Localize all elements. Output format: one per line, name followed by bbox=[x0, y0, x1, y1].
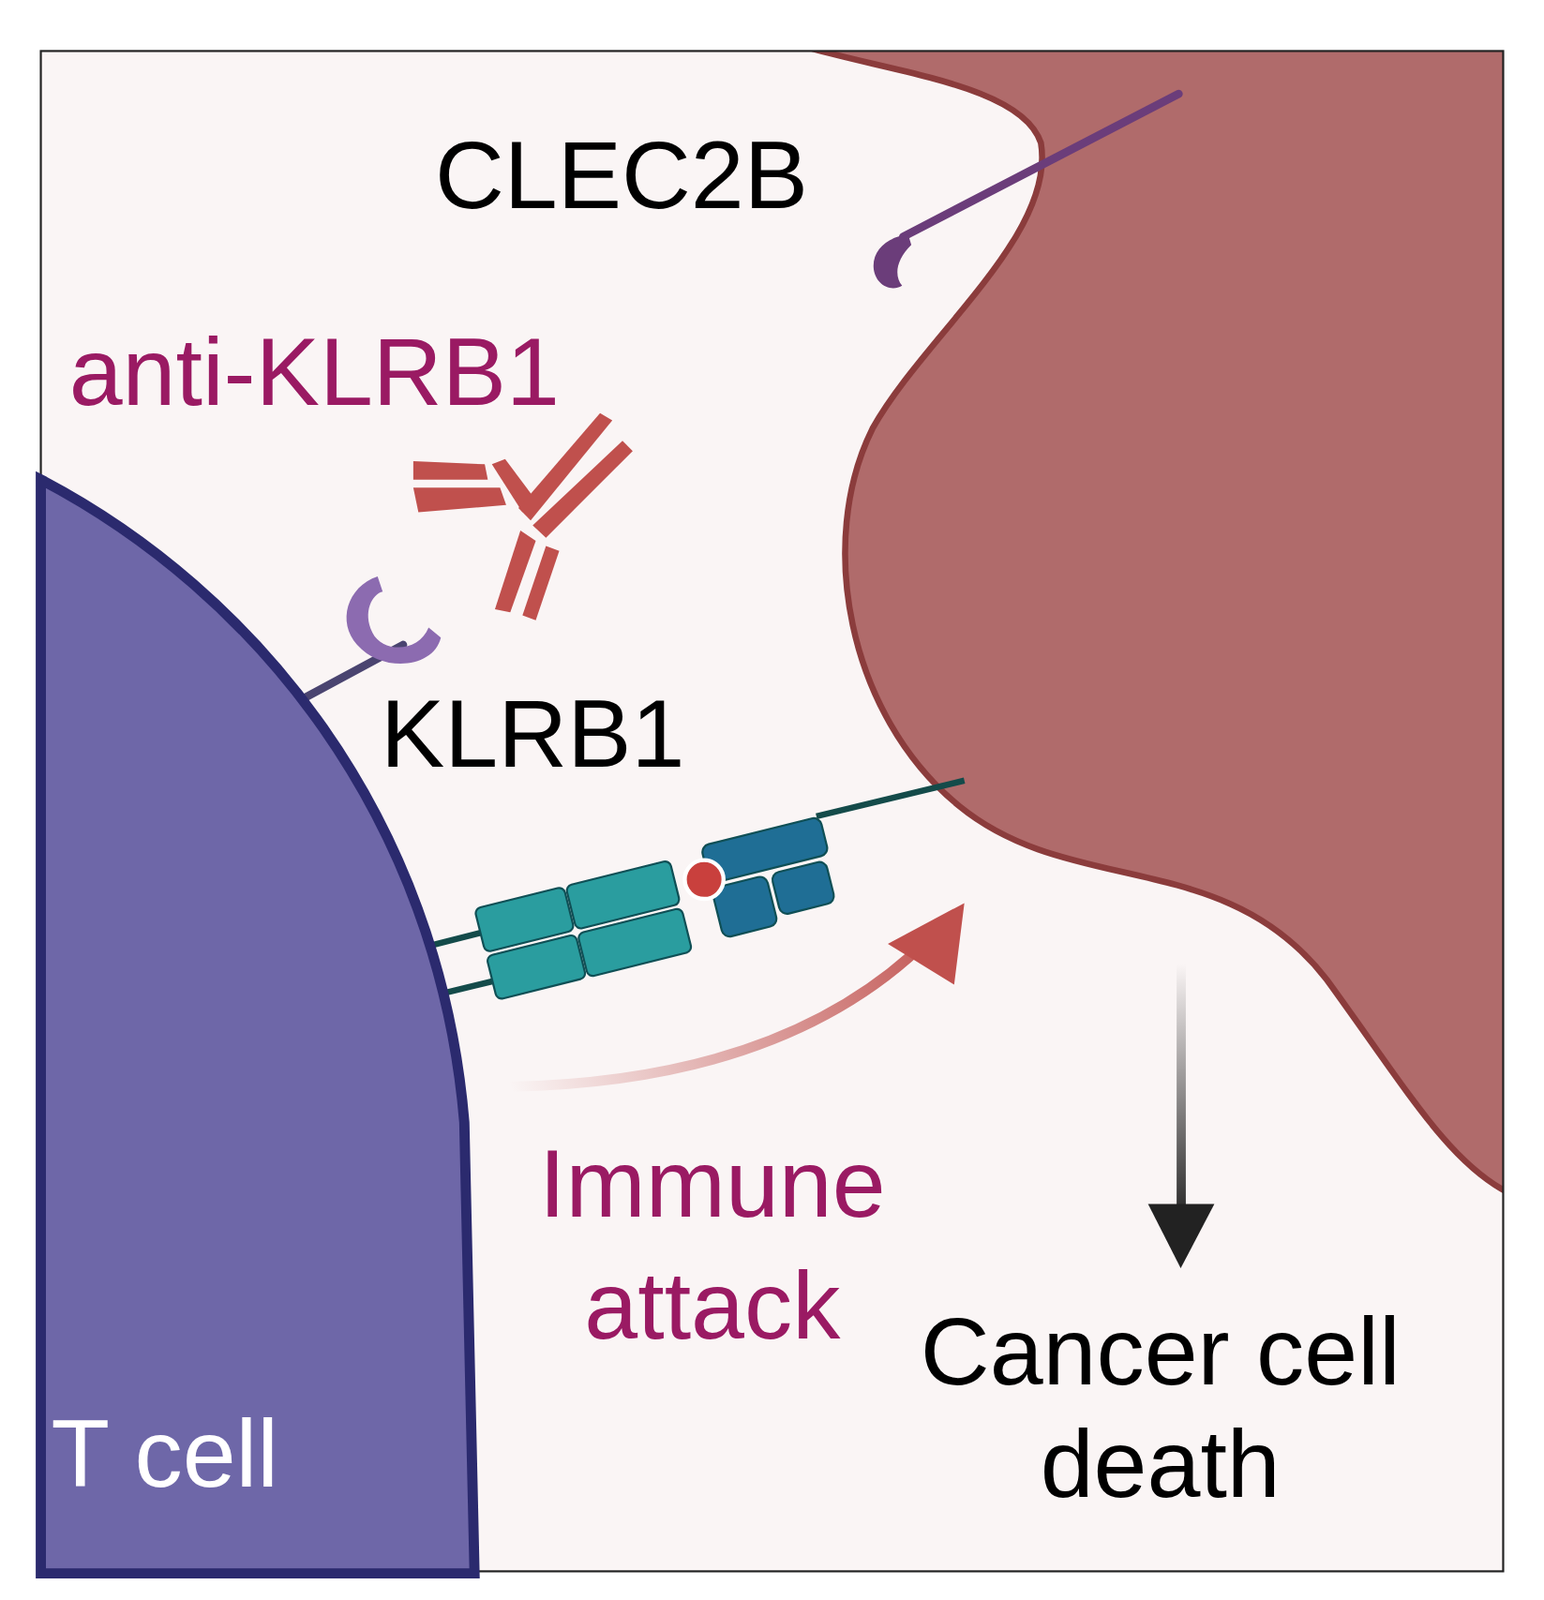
klrb1-receptor bbox=[346, 576, 442, 664]
cell-body: T cell bbox=[0, 469, 491, 1583]
antibody bbox=[413, 413, 633, 621]
annotation-label: Cancer cell death bbox=[874, 1295, 1447, 1520]
death-arrow bbox=[1176, 964, 1186, 1210]
cell-membrane bbox=[41, 479, 476, 1574]
annotation-label: anti-KLRB1 bbox=[28, 324, 600, 420]
annotation-label: CLEC2B bbox=[366, 127, 877, 224]
annotation-label: Immune attack bbox=[497, 1122, 927, 1368]
death-arrowhead bbox=[1148, 1204, 1215, 1270]
clec2b-stem bbox=[902, 93, 1179, 237]
attack-arrow bbox=[509, 948, 918, 1087]
attack-arrowhead bbox=[887, 902, 965, 985]
cell-label: T cell bbox=[50, 1406, 306, 1502]
clec2b-head bbox=[873, 234, 912, 288]
annotation-label: KLRB1 bbox=[329, 686, 737, 782]
cancer-cell bbox=[785, 50, 1503, 1194]
